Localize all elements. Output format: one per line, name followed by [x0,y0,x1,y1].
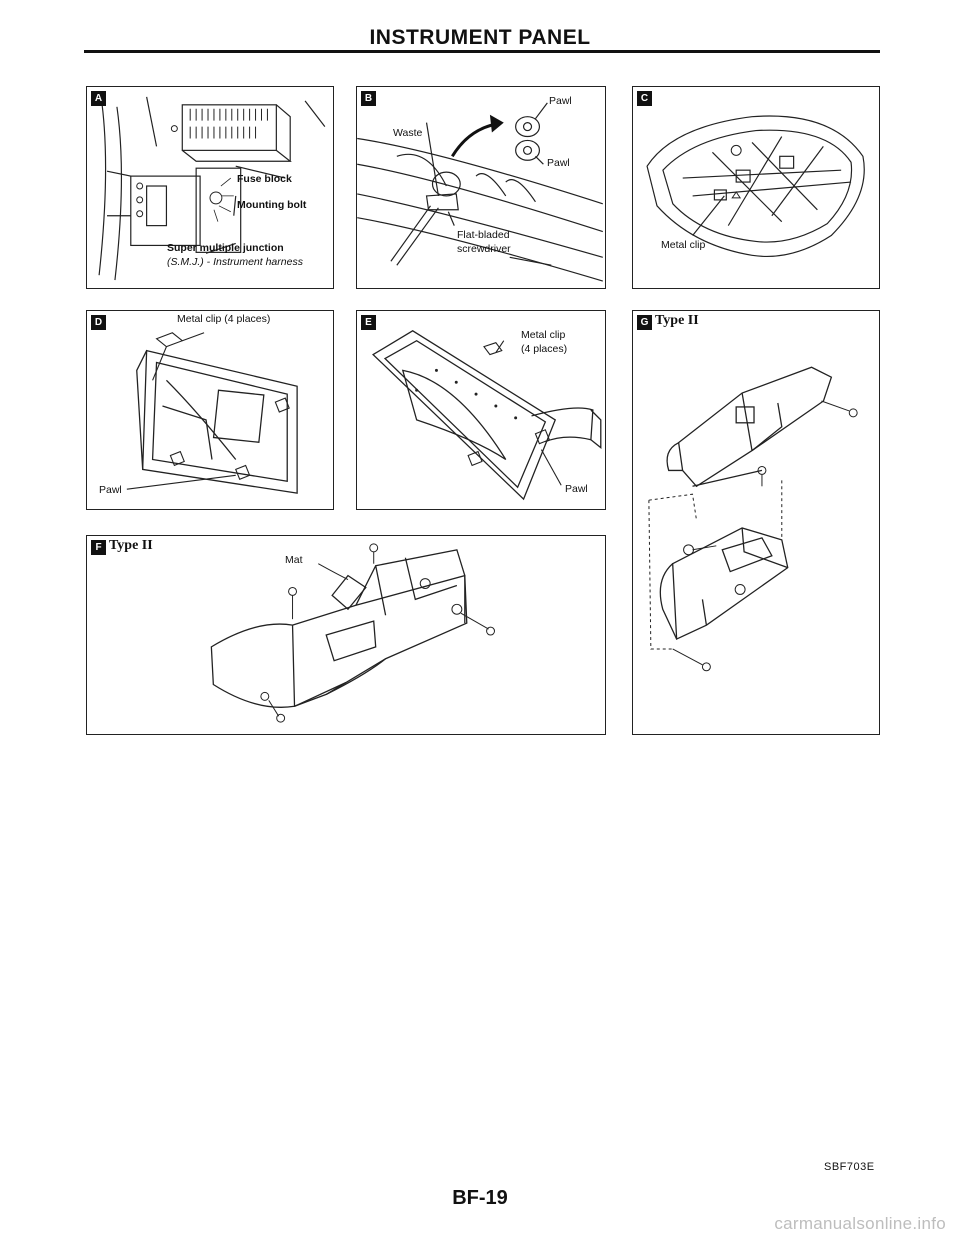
page-title: INSTRUMENT PANEL [369,26,591,49]
panel-badge-e: E [361,315,376,330]
panel-badge-c: C [637,91,652,106]
label-smj-line2: (S.M.J.) - Instrument harness [167,256,303,268]
panel-badge-d: D [91,315,106,330]
figure-code: SBF703E [824,1161,875,1173]
label-fuse-block: Fuse block [237,173,292,185]
label-pawl-top: Pawl [549,95,572,107]
label-pawl: Pawl [99,484,122,496]
panel-badge-f: F [91,540,106,555]
figure-panel-e: E Metal clip (4 places) Pawl [356,310,606,510]
figure-panel-d: D Metal clip (4 places) Pawl [86,310,334,510]
type-caption: Type II [109,538,153,553]
label-screwdriver-line2: screwdriver [457,243,511,255]
panel-badge-b: B [361,91,376,106]
figure-panel-g: G Type II [632,310,880,735]
label-metal-clip-line2: (4 places) [521,343,568,355]
label-metal-clip-line1: Metal clip [521,329,566,341]
figure-panel-f: F Type II Mat [86,535,606,735]
waste-clip-removal-illustration [357,102,603,282]
label-smj-line1: Super multiple junction [167,242,284,254]
figure-panel-a: A Fuse block Mounting bolt Super multipl… [86,86,334,289]
console-box-type2-illustration [648,366,858,672]
fuse-block-illustration [98,96,326,281]
type-caption: Type II [655,313,699,328]
panel-badge-g: G [637,315,652,330]
shift-boot-frame-illustration [372,330,602,501]
label-mat: Mat [285,554,303,566]
console-panel-clips-illustration [126,332,298,494]
label-waste: Waste [393,127,423,139]
label-screwdriver-line1: Flat-bladed [457,229,510,241]
label-metal-clip: Metal clip [661,239,706,251]
label-pawl: Pawl [565,483,588,495]
label-pawl-bottom: Pawl [547,157,570,169]
page-number: BF-19 [452,1187,508,1209]
figure-panel-b: B Waste Pawl Pawl Flat-bladed screwdrive… [356,86,606,289]
watermark: carmanualsonline.info [774,1214,946,1233]
panel-badge-a: A [91,91,106,106]
label-metal-clip-4-places: Metal clip (4 places) [177,313,271,325]
figure-panel-c: C Metal clip [632,86,880,289]
metal-clip-tray-illustration [646,115,865,258]
center-console-illustration [210,543,495,723]
title-rule [84,50,880,53]
label-mounting-bolt: Mounting bolt [237,199,307,211]
